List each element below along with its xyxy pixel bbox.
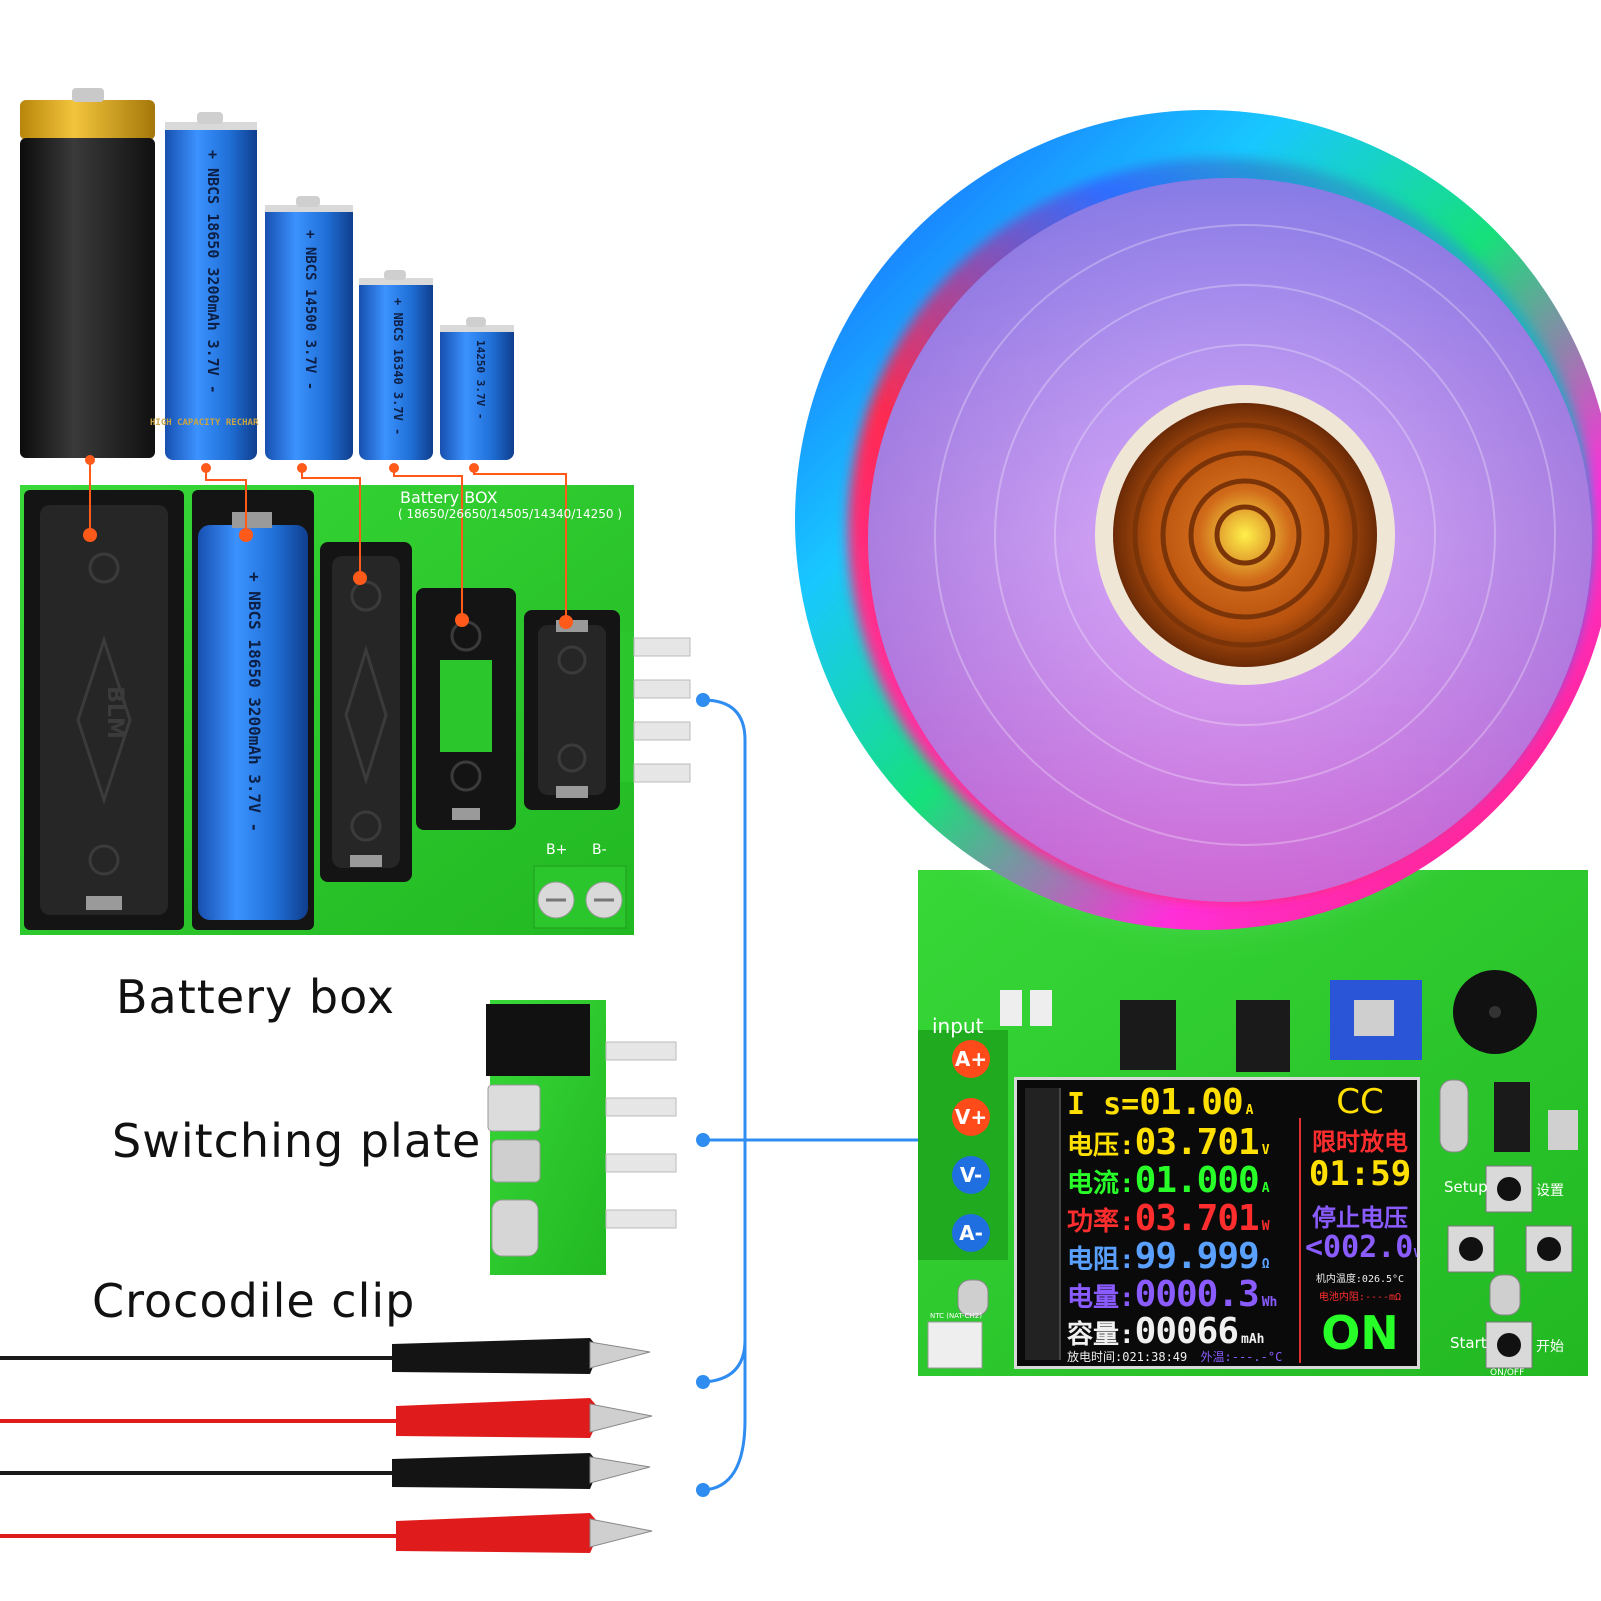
battery-14250	[440, 317, 514, 460]
pin-v-plus: V+	[952, 1098, 990, 1136]
connector-lines	[702, 698, 920, 1492]
battery-box-title: Battery BOX	[400, 488, 498, 507]
lcd-stop-value: <002.0V	[1305, 1230, 1420, 1265]
setup-label: Setup	[1444, 1178, 1488, 1196]
pin-v-minus: V-	[952, 1156, 990, 1194]
clip-red-1	[396, 1398, 653, 1438]
battery-pointer-dots	[83, 455, 573, 629]
holder-14500	[320, 542, 412, 882]
lcd-internal-resistance: 电池内阻:----mΩ	[1318, 1292, 1402, 1303]
right-button[interactable]	[1525, 1225, 1573, 1273]
battery-label-1: HIGH CAPACITY RECHAR	[150, 418, 259, 428]
lcd-status: ON	[1321, 1306, 1399, 1360]
battery-box-subtitle: ( 18650/26650/14505/14340/14250 )	[398, 507, 623, 521]
holder-emboss: BLM	[101, 686, 127, 739]
caption-crocodile-clip: Crocodile clip	[92, 1274, 416, 1328]
connector-dots	[696, 693, 710, 1497]
holder-18650	[192, 490, 314, 930]
setup-button[interactable]	[1485, 1165, 1533, 1213]
lcd-timed-label: 限时放电	[1312, 1128, 1408, 1156]
lcd-stop-label: 停止电压	[1312, 1204, 1408, 1232]
holder-16340	[416, 588, 516, 830]
onoff-label: ON/OFF	[1490, 1368, 1525, 1378]
battery-label-5: 14250 3.7V -	[474, 340, 487, 420]
start-cn-label: 开始	[1536, 1339, 1564, 1355]
clip-red-2	[396, 1513, 653, 1553]
lcd-timed-value: 01:59	[1308, 1154, 1412, 1194]
battery-label-2: + NBCS 18650 3200mAh 3.7V -	[204, 150, 222, 394]
battery-box-board	[20, 485, 691, 935]
holder-battery-label: + NBCS 18650 3200mAh 3.7V -	[245, 572, 264, 833]
left-button[interactable]	[1447, 1225, 1495, 1273]
battery-label-3: + NBCS 14500 3.7V -	[302, 230, 318, 391]
caption-switching-plate: Switching plate	[112, 1114, 482, 1168]
battery-16340	[359, 270, 433, 460]
start-label: Start	[1450, 1334, 1487, 1352]
setup-cn-label: 设置	[1536, 1183, 1564, 1199]
fan-fins	[934, 224, 1556, 846]
switching-plate	[486, 1000, 677, 1275]
battery-label-4: + NBCS 16340 3.7V -	[391, 298, 405, 436]
ntc-label: NTC (NAT-CH2)	[930, 1312, 982, 1320]
holder-26650	[24, 490, 184, 930]
clip-black-1	[392, 1338, 651, 1374]
lcd-edge-strip	[1025, 1088, 1061, 1360]
clip-black-2	[392, 1453, 651, 1489]
holder-14250	[524, 610, 620, 810]
start-button[interactable]	[1485, 1321, 1533, 1369]
lcd-internal-temp: 机内温度:026.5°C	[1315, 1274, 1405, 1285]
rgb-fan	[785, 100, 1601, 940]
caption-battery-box: Battery box	[116, 970, 396, 1024]
crocodile-clips	[0, 1338, 653, 1553]
terminal-plus-label: B+	[546, 842, 568, 858]
screw-terminal	[533, 865, 627, 929]
terminal-minus-label: B-	[592, 842, 607, 858]
battery-18650	[165, 112, 257, 460]
pin-a-minus: A-	[952, 1214, 990, 1252]
battery-row	[20, 88, 514, 460]
pin-a-plus: A+	[952, 1040, 990, 1078]
battery-14500	[265, 196, 353, 460]
lcd-divider	[1299, 1118, 1301, 1363]
lcd-discharge-time: 放电时间:021:38:49 外温:---.-°C	[1067, 1350, 1283, 1364]
lcd-mode: CC	[1336, 1082, 1384, 1122]
battery-26650	[20, 88, 155, 458]
input-label: input	[932, 1014, 984, 1038]
